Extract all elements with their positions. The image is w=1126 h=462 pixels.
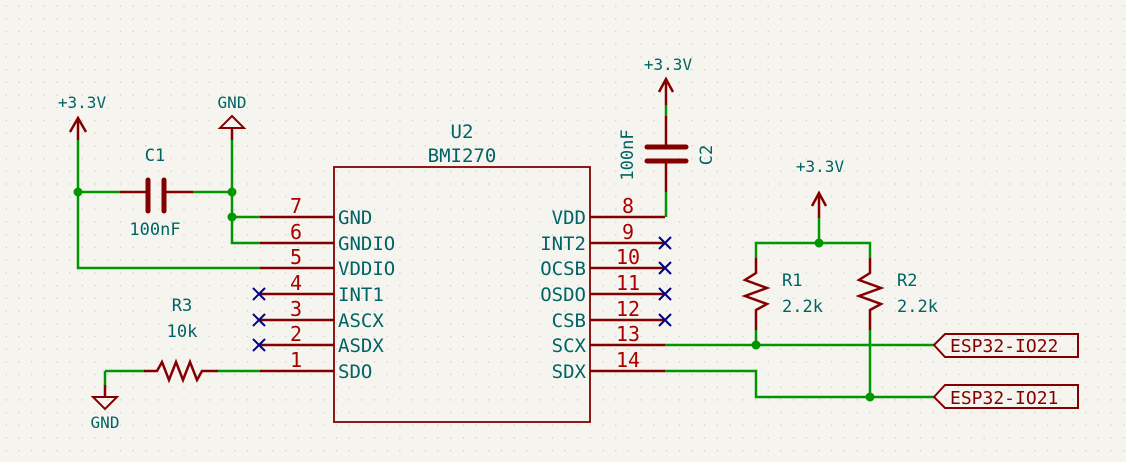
junction (814, 238, 824, 248)
power-symbol-vcc-pullup[interactable]: +3.3V (796, 157, 845, 218)
pin-4[interactable]: 4 INT1 (260, 271, 384, 306)
pin-name: OSDO (540, 284, 586, 306)
pin-name: SCX (552, 335, 587, 357)
pin-8[interactable]: 8 VDD (552, 194, 665, 229)
reference-designator: R2 (897, 271, 917, 291)
pin-11[interactable]: 11 OSDO (540, 271, 665, 306)
pin-number: 5 (290, 245, 302, 269)
resistor-r2[interactable]: R2 2.2k (855, 258, 938, 330)
pin-name: ASDX (338, 335, 384, 357)
reference-designator: R1 (782, 271, 802, 291)
pin-name: SDO (338, 361, 372, 383)
power-label: +3.3V (796, 157, 845, 176)
pin-number: 6 (290, 220, 302, 244)
pin-1[interactable]: 1 SDO (260, 348, 372, 383)
junction (751, 340, 761, 350)
pin-name: GND (338, 207, 372, 229)
no-connect-marker (252, 287, 266, 301)
pin-number: 9 (622, 220, 634, 244)
pin-6[interactable]: 6 GNDIO (260, 220, 395, 255)
pin-13[interactable]: 13 SCX (552, 322, 665, 357)
resistor-r3[interactable]: R3 10k (144, 296, 218, 384)
junction (73, 187, 83, 197)
junction (227, 212, 237, 222)
pin-number: 4 (290, 271, 302, 295)
power-label: +3.3V (644, 55, 693, 74)
capacitor-c2[interactable]: C2 100nF (618, 116, 717, 192)
component-value: 10k (167, 322, 198, 342)
pin-number: 7 (290, 194, 302, 218)
power-label: GND (91, 413, 120, 432)
reference-designator: U2 (451, 121, 474, 143)
no-connect-marker (658, 261, 672, 275)
power-symbol-gnd-top[interactable]: GND (218, 93, 247, 140)
pin-number: 2 (290, 322, 302, 346)
component-value: 2.2k (782, 297, 823, 317)
reference-designator: R3 (172, 296, 192, 316)
u2-right-pins: 8 VDD 9 INT2 10 OCSB 11 OSDO 12 CSB 13 S… (540, 194, 665, 383)
pin-2[interactable]: 2 ASDX (260, 322, 384, 357)
no-connect-marker (658, 236, 672, 250)
component-value: 2.2k (897, 297, 938, 317)
label-text: ESP32-IO21 (950, 388, 1058, 409)
pin-number: 12 (616, 297, 640, 321)
power-symbol-vcc-left[interactable]: +3.3V (58, 93, 107, 140)
pin-name: OCSB (540, 258, 586, 280)
label-text: ESP32-IO22 (950, 336, 1058, 357)
pin-14[interactable]: 14 SDX (552, 348, 665, 383)
pin-9[interactable]: 9 INT2 (540, 220, 665, 255)
junction (865, 392, 875, 402)
no-connect-marker (658, 313, 672, 327)
no-connect-marker (252, 313, 266, 327)
pin-name: VDDIO (338, 258, 395, 280)
pin-7[interactable]: 7 GND (260, 194, 372, 229)
pin-name: INT2 (540, 233, 586, 255)
pin-12[interactable]: 12 CSB (552, 297, 665, 332)
reference-designator: C2 (697, 145, 717, 165)
pin-5[interactable]: 5 VDDIO (260, 245, 395, 280)
pin-name: GNDIO (338, 233, 395, 255)
pin-3[interactable]: 3 ASCX (260, 297, 384, 332)
pin-name: INT1 (338, 284, 384, 306)
power-label: +3.3V (58, 93, 107, 112)
pin-number: 11 (616, 271, 640, 295)
component-value: 100nF (618, 129, 638, 180)
pin-number: 14 (616, 348, 640, 372)
junction (227, 187, 237, 197)
global-label-scl[interactable]: ESP32-IO22 (932, 333, 1079, 358)
u2-left-pins: 7 GND 6 GNDIO 5 VDDIO 4 INT1 3 ASCX 2 AS… (260, 194, 395, 383)
power-label: GND (218, 93, 247, 112)
global-label-sda[interactable]: ESP32-IO21 (932, 384, 1079, 409)
component-value: BMI270 (428, 145, 497, 167)
capacitor-c1[interactable]: C1 100nF (120, 146, 193, 240)
pin-name: ASCX (338, 310, 384, 332)
pin-number: 3 (290, 297, 302, 321)
pin-name: VDD (552, 207, 586, 229)
no-connect-marker (658, 287, 672, 301)
resistor-r1[interactable]: R1 2.2k (741, 258, 823, 330)
pin-number: 8 (622, 194, 634, 218)
no-connect-marker (252, 338, 266, 352)
pin-number: 10 (616, 245, 640, 269)
pin-number: 13 (616, 322, 640, 346)
component-value: 100nF (129, 220, 180, 240)
pin-name: SDX (552, 361, 587, 383)
pin-number: 1 (290, 348, 302, 372)
reference-designator: C1 (145, 146, 165, 166)
pin-name: CSB (552, 310, 586, 332)
power-symbol-vcc-c2[interactable]: +3.3V (644, 55, 693, 105)
power-symbol-gnd-r3[interactable]: GND (91, 369, 145, 432)
wire[interactable] (76, 140, 260, 270)
pin-10[interactable]: 10 OCSB (540, 245, 665, 280)
